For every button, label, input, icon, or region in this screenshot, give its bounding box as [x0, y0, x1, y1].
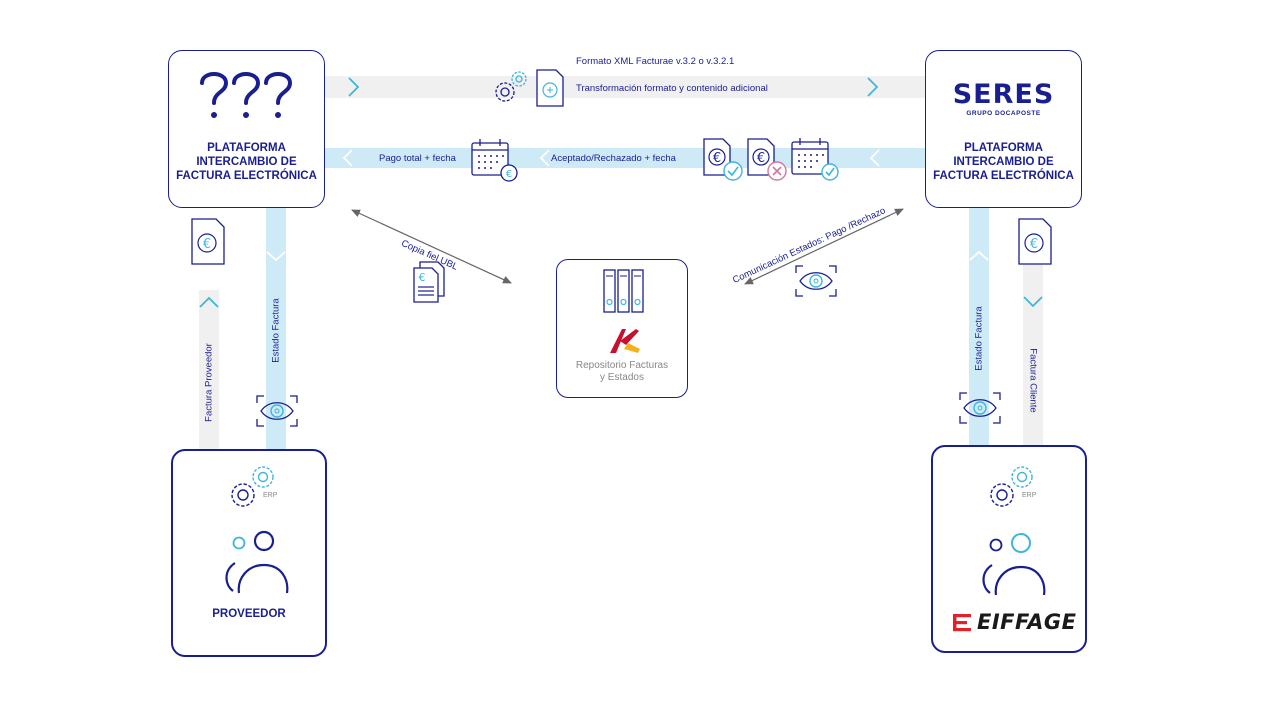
right-invoice-chevron — [1023, 296, 1043, 308]
svg-text:€: € — [713, 151, 721, 166]
eiffage-logo: EIFFAGE — [977, 610, 1077, 634]
eye-icon — [795, 265, 837, 297]
svg-text:€: € — [1030, 237, 1038, 252]
supplier-invoice-icon: € — [191, 218, 225, 265]
left-invoice-label: Factura Proveedor — [203, 343, 215, 422]
repository-box: Repositorio Facturas y Estados — [556, 259, 688, 398]
diag-left-arrow — [351, 209, 512, 284]
svg-text:€: € — [203, 237, 211, 252]
question-marks-icon — [200, 72, 293, 118]
user-group-icon — [225, 530, 289, 594]
xml-document-icon — [536, 69, 564, 107]
right-invoice-band — [1023, 262, 1043, 445]
supplier-name: PROVEEDOR — [212, 608, 286, 620]
client-box: ERP EIFFAGE — [931, 445, 1087, 653]
top-flow-band — [325, 76, 925, 98]
calendar-euro-icon: € — [471, 139, 518, 182]
payment-label: Pago total + fecha — [379, 153, 456, 164]
middle-flow-chevron-left — [342, 149, 353, 167]
top-flow-chevron-left — [348, 77, 360, 97]
left-platform-title: PLATAFORMA INTERCAMBIO DE FACTURA ELECTR… — [176, 142, 317, 182]
format-label: Formato XML Facturae v.3.2 o v.3.2.1 — [576, 56, 735, 67]
top-flow-chevron-right — [867, 77, 879, 97]
ubl-copy-document-icon: € — [413, 261, 445, 303]
supplier-erp-label: ERP — [263, 492, 278, 499]
right-status-chevron — [969, 250, 989, 261]
seres-logo: SERES — [952, 79, 1055, 110]
transform-label: Transformación formato y contenido adici… — [576, 83, 768, 94]
right-status-label: Estado Factura — [973, 306, 985, 371]
supplier-box: ERP PROVEEDOR — [171, 449, 327, 657]
eye-icon — [256, 395, 298, 427]
aeat-logo — [610, 329, 640, 353]
gear-icon — [495, 71, 527, 102]
left-status-chevron — [266, 251, 286, 262]
right-platform-title: PLATAFORMA INTERCAMBIO DE FACTURA ELECTR… — [933, 142, 1074, 182]
svg-text:€: € — [506, 169, 512, 180]
middle-flow-chevron-right — [869, 149, 880, 167]
svg-text:€: € — [419, 271, 426, 284]
invoice-accepted-icon: € — [703, 138, 743, 181]
seres-logo-subtitle: GRUPO DOCAPOSTE — [966, 110, 1041, 117]
erp-gear-icon — [990, 466, 1033, 507]
middle-flow-chevron-mid — [539, 149, 550, 167]
right-platform-box: SERES GRUPO DOCAPOSTE PLATAFORMA INTERCA… — [925, 50, 1082, 208]
right-invoice-label: Factura Cliente — [1027, 348, 1039, 413]
left-status-band — [266, 207, 286, 450]
right-status-band — [969, 207, 989, 445]
calendar-check-icon — [791, 138, 839, 181]
repository-label: Repositorio Facturas y Estados — [575, 360, 669, 383]
eye-icon — [959, 392, 1001, 424]
diag-right-arrow — [744, 208, 904, 285]
eiffage-logo-mark — [953, 614, 971, 632]
binders-icon — [603, 269, 644, 313]
left-invoice-chevron — [199, 296, 219, 308]
svg-text:€: € — [757, 151, 765, 166]
left-status-label: Estado Factura — [270, 298, 282, 363]
invoice-rejected-icon: € — [747, 138, 787, 181]
accepted-label: Aceptado/Rechazado + fecha — [551, 153, 676, 164]
user-group-icon — [982, 533, 1046, 596]
client-invoice-icon: € — [1018, 218, 1052, 265]
client-erp-label: ERP — [1022, 492, 1037, 499]
left-invoice-band — [199, 290, 219, 450]
erp-gear-icon — [231, 466, 274, 507]
left-platform-box: PLATAFORMA INTERCAMBIO DE FACTURA ELECTR… — [168, 50, 325, 208]
